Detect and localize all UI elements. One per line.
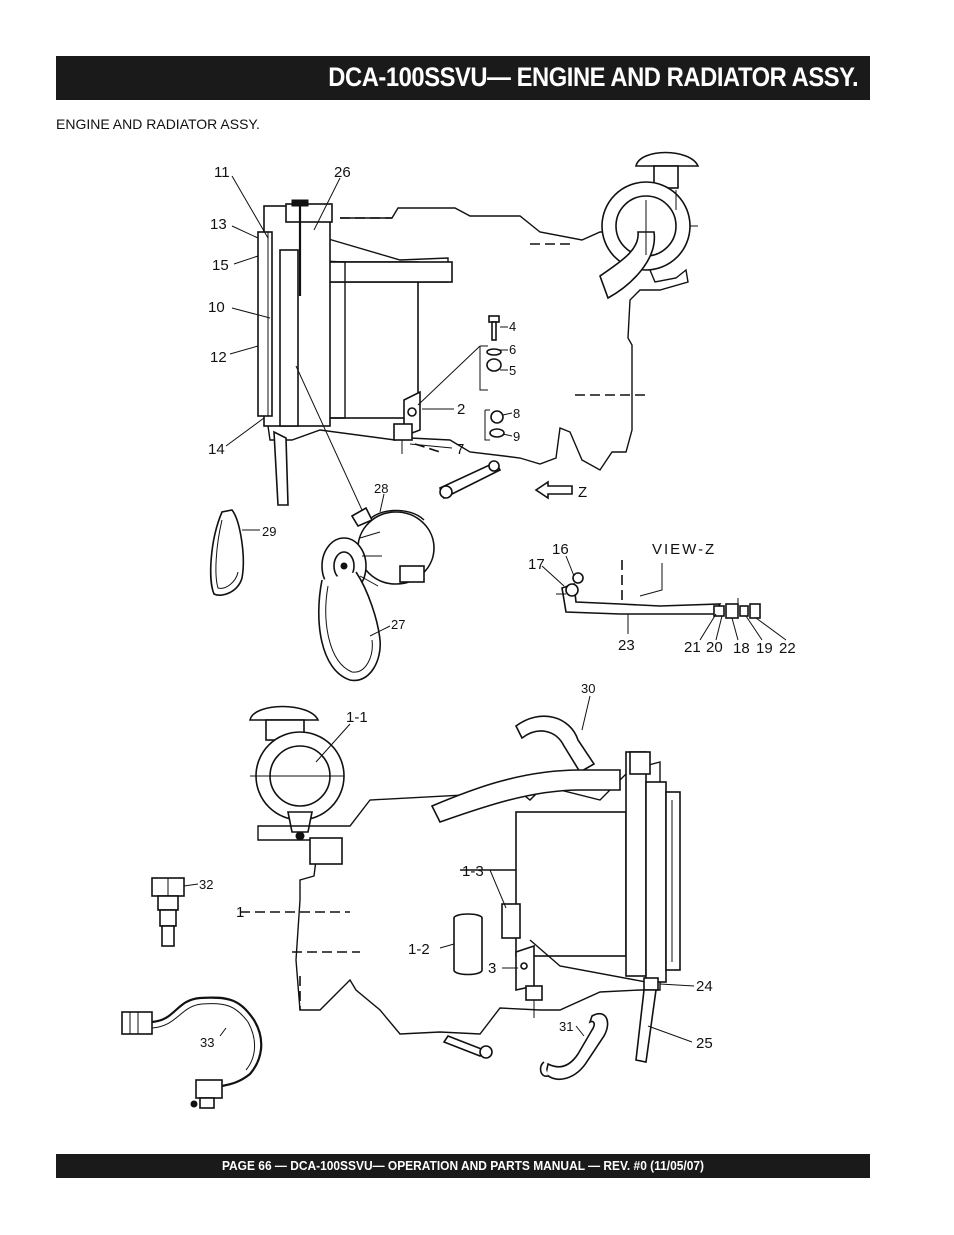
- callout-27: 27: [391, 617, 405, 632]
- callout-16: 16: [552, 541, 569, 558]
- callout-7: 7: [456, 441, 464, 458]
- callout-view-z: VIEW-Z: [652, 541, 716, 558]
- callout-8: 8: [513, 406, 520, 421]
- bottom-engine-assembly: [240, 705, 681, 1081]
- callout-1-3: 1-3: [462, 863, 484, 880]
- callout-13: 13: [210, 216, 227, 233]
- callout-1-2: 1-2: [408, 941, 430, 958]
- callout-31: 31: [559, 1019, 573, 1034]
- callout-30: 30: [581, 681, 595, 696]
- page-title: DCA-100SSVU— ENGINE AND RADIATOR ASSY.: [328, 62, 858, 92]
- callout-leaders: [183, 175, 787, 1043]
- view-z-fuel-line: [556, 563, 761, 619]
- section-title: ENGINE AND RADIATOR ASSY.: [56, 116, 260, 132]
- callout-1: 1: [236, 904, 244, 921]
- top-engine-assembly: [257, 151, 700, 610]
- callout-32: 32: [199, 877, 213, 892]
- page-footer: PAGE 66 — DCA-100SSVU— OPERATION AND PAR…: [56, 1154, 870, 1178]
- callout-12: 12: [210, 349, 227, 366]
- footer-text: PAGE 66 — DCA-100SSVU— OPERATION AND PAR…: [221, 1158, 705, 1173]
- callout-3: 3: [488, 960, 496, 977]
- callout-24: 24: [696, 978, 713, 995]
- callout-10: 10: [208, 299, 225, 316]
- callout-6: 6: [509, 342, 516, 357]
- callout-23: 23: [618, 637, 635, 654]
- callout-5: 5: [509, 363, 516, 378]
- callout-z: Z: [578, 484, 587, 501]
- callout-2: 2: [457, 401, 465, 418]
- temperature-sensor-32: [151, 877, 185, 947]
- callout-14: 14: [208, 441, 225, 458]
- callout-labels: 11 26 13 15 10 12 14 4 6 5 2 8 9 7 Z 28 …: [199, 164, 796, 1052]
- callout-22: 22: [779, 640, 796, 657]
- wiring-harness-33: [121, 996, 263, 1109]
- callout-18: 18: [733, 640, 750, 657]
- alternator-group: [209, 506, 435, 682]
- callout-1-1: 1-1: [346, 709, 368, 726]
- callout-25: 25: [696, 1035, 713, 1052]
- callout-26: 26: [334, 164, 351, 181]
- callout-33: 33: [200, 1035, 214, 1050]
- callout-19: 19: [756, 640, 773, 657]
- callout-17: 17: [528, 556, 545, 573]
- callout-11: 11: [214, 164, 230, 181]
- callout-28: 28: [374, 481, 388, 496]
- callout-15: 15: [212, 257, 229, 274]
- callout-20: 20: [706, 639, 723, 656]
- callout-9: 9: [513, 429, 520, 444]
- callout-29: 29: [262, 524, 276, 539]
- callout-4: 4: [509, 319, 516, 334]
- page-title-bar: DCA-100SSVU— ENGINE AND RADIATOR ASSY.: [56, 56, 870, 100]
- callout-21: 21: [684, 639, 701, 656]
